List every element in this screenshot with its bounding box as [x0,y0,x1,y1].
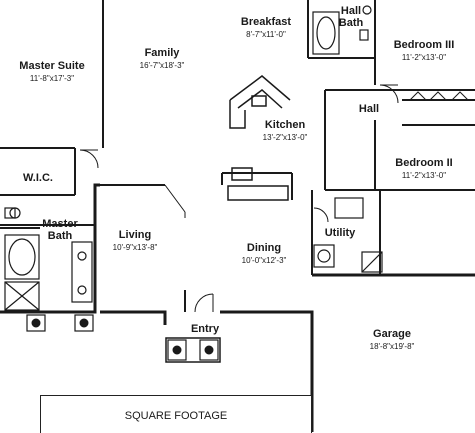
room-name: Entry [190,323,220,335]
closet-doors [409,91,469,101]
room-dimensions: 18'-8"x19'-8" [369,341,415,351]
room-name: Garage [373,328,411,340]
room-label-wic: W.I.C. [23,172,53,185]
room-label-hall-bath: Hall Bath [338,5,364,29]
interior-walls [0,0,475,312]
room-label-hall: Hall [358,103,380,116]
room-name: Kitchen [264,119,306,131]
room-name: Bedroom III [393,39,455,51]
room-name: Breakfast [240,16,292,28]
room-label-bedroom-3: Bedroom III 11'-2"x13'-0" [393,39,455,62]
room-label-entry: Entry [190,323,220,336]
room-name: Hall [340,5,362,17]
room-name: W.I.C. [23,172,53,184]
room-name: Master [42,218,78,230]
room-name: Family [144,47,180,59]
room-name: Bedroom II [395,157,453,169]
room-label-garage: Garage 18'-8"x19'-8" [369,328,415,351]
room-dimensions: 11'-8"x17'-3" [29,73,75,83]
room-dimensions: 10'-0"x12'-3" [241,255,287,265]
room-label-kitchen: Kitchen 13'-2"x13'-0" [262,119,308,142]
room-name: Living [118,229,152,241]
doors [79,84,399,313]
room-dimensions: 16'-7"x18'-3" [139,60,185,70]
room-dimensions: 13'-2"x13'-0" [262,132,308,142]
room-label-master-bath: Master Bath [42,218,78,242]
room-name: Hall [358,103,380,115]
bath-fixtures [4,5,383,311]
room-name: Bath [47,229,73,242]
room-dimensions: 8'-7"x11'-0" [246,29,286,39]
room-label-bedroom-2: Bedroom II 11'-2"x13'-0" [395,157,453,180]
room-dimensions: 11'-2"x13'-0" [401,52,447,62]
square-footage-box: SQUARE FOOTAGE [40,395,312,433]
room-name: Master Suite [19,60,85,72]
room-name: Utility [324,227,356,239]
room-label-family: Family 16'-7"x18'-3" [139,47,185,70]
room-dimensions: 10'-9"x13'-8" [112,242,158,252]
room-dimensions: 11'-2"x13'-0" [401,170,447,180]
room-label-breakfast: Breakfast 8'-7"x11'-0" [240,16,292,39]
room-name: Dining [246,242,282,254]
exterior-fixtures [26,314,221,363]
exterior-walls [0,183,475,432]
room-label-master-suite: Master Suite 11'-8"x17'-3" [19,60,85,83]
kitchen-counter [227,75,291,201]
room-label-living: Living 10'-9"x13'-8" [112,229,158,252]
room-label-dining: Dining 10'-0"x12'-3" [241,242,287,265]
square-footage-label: SQUARE FOOTAGE [124,410,228,422]
room-name: Bath [338,16,364,29]
room-label-utility: Utility [324,227,356,240]
